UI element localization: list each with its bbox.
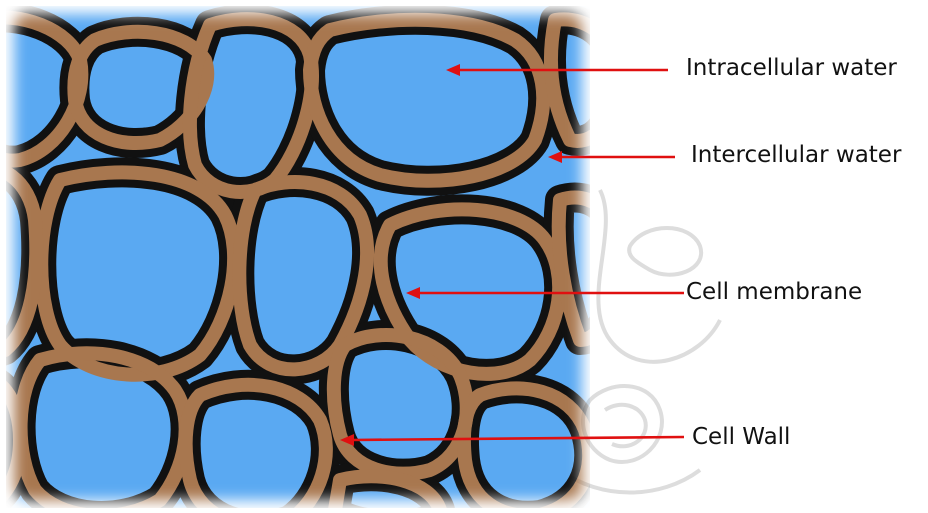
label-cell-wall: Cell Wall [692, 426, 790, 449]
label-intercellular-water: Intercellular water [691, 144, 901, 167]
cell-tissue [0, 0, 618, 513]
label-intracellular-water: Intracellular water [686, 57, 897, 80]
label-cell-membrane: Cell membrane [686, 281, 862, 304]
